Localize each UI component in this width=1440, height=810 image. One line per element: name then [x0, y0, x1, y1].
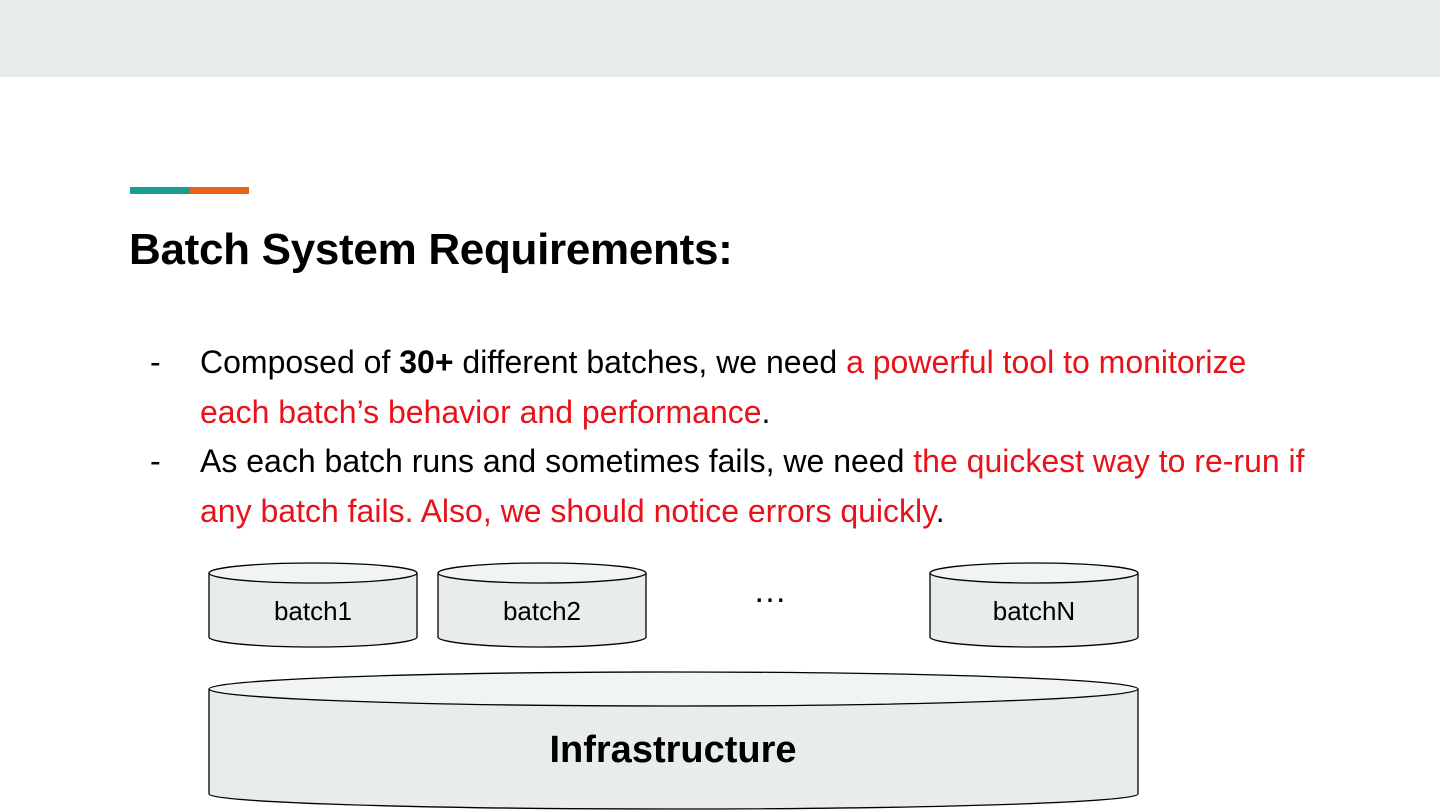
accent-bar-teal — [130, 187, 190, 194]
slide-title: Batch System Requirements: — [129, 225, 733, 274]
batch-label-n: batchN — [993, 596, 1075, 626]
batch-cylinder-2: batch2 — [437, 562, 647, 648]
bullet-text-segment: . — [761, 393, 771, 430]
batch-cylinder-1: batch1 — [208, 562, 418, 648]
accent-bar-orange — [190, 187, 249, 194]
bullet-item-1: - Composed of 30+ different batches, we … — [150, 338, 1310, 437]
batch-ellipsis: … — [753, 572, 787, 610]
bullet-text-emphasis: 30+ — [399, 344, 454, 380]
bullet-text-segment: . — [935, 492, 945, 529]
bullet-item-2: - As each batch runs and sometimes fails… — [150, 437, 1310, 536]
bullet-list: - Composed of 30+ different batches, we … — [150, 338, 1310, 536]
bullet-text-segment: different batches, we need — [453, 344, 847, 380]
infrastructure-cylinder: Infrastructure — [208, 671, 1139, 810]
batch-label-1: batch1 — [274, 596, 352, 626]
bullet-dash: - — [150, 443, 161, 479]
bullet-text-segment: As each batch runs and sometimes fails, … — [200, 443, 914, 479]
top-band — [0, 0, 1440, 77]
bullet-text-highlight: a powerful tool to monitorize each batch… — [200, 344, 1247, 430]
bullet-dash: - — [150, 344, 161, 380]
bullet-text-segment: Composed of — [200, 344, 400, 380]
batch-label-2: batch2 — [503, 596, 581, 626]
infrastructure-label: Infrastructure — [549, 729, 796, 771]
bullet-text-highlight: the quickest way to re-run if any batch … — [200, 443, 1305, 529]
batch-cylinder-n: batchN — [929, 562, 1139, 648]
